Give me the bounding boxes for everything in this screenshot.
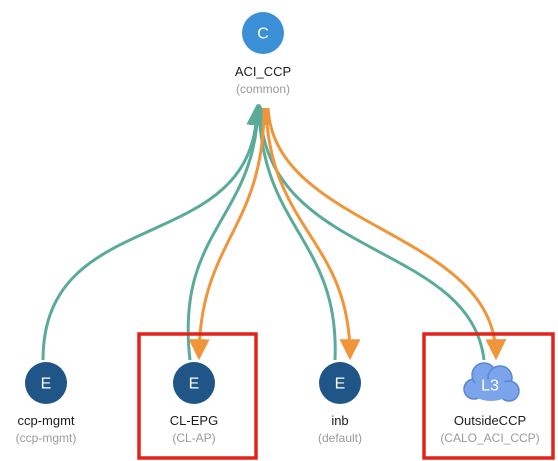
root-node-letter: C <box>257 26 269 43</box>
consumer-link-inb[interactable] <box>248 103 337 361</box>
provider-link-outsideccp[interactable] <box>266 107 507 361</box>
provider-link-cl-epg[interactable] <box>188 107 266 361</box>
consumer-link-cl-epg[interactable] <box>186 103 269 361</box>
node-cl-epg[interactable]: E CL-EPG (CL-AP) <box>170 362 218 445</box>
contract-circle-icon <box>242 12 284 54</box>
node-subtitle: (ccp-mgmt) <box>16 431 77 445</box>
root-node[interactable]: C ACI_CCP (common) <box>235 12 291 96</box>
node-title: CL-EPG <box>170 413 218 428</box>
node-letter: L3 <box>481 378 499 395</box>
node-subtitle: (CL-AP) <box>172 431 215 445</box>
node-letter: E <box>335 376 346 393</box>
node-title: OutsideCCP <box>454 413 526 428</box>
node-outsideccp[interactable]: L3 OutsideCCP (CALO_ACI_CCP) <box>440 362 540 445</box>
epg-circle-icon <box>173 362 215 404</box>
highlight-box-cl-epg <box>137 332 258 460</box>
node-title: ccp-mgmt <box>17 413 74 428</box>
node-subtitle: (default) <box>318 431 362 445</box>
highlight-box-outsideccp <box>422 332 555 460</box>
node-letter: E <box>41 376 52 393</box>
consumer-link-ccp-mgmt[interactable] <box>41 103 268 361</box>
node-letter: E <box>189 376 200 393</box>
epg-circle-icon <box>25 362 67 404</box>
node-title: inb <box>331 413 348 428</box>
node-subtitle: (CALO_ACI_CCP) <box>440 431 539 445</box>
epg-circle-icon <box>319 362 361 404</box>
node-inb[interactable]: E inb (default) <box>318 362 362 445</box>
provider-links <box>188 107 507 361</box>
l3out-cloud-icon <box>463 362 520 402</box>
consumer-link-outsideccp[interactable] <box>249 103 486 361</box>
root-node-subtitle: (common) <box>236 82 290 96</box>
consumer-links <box>41 103 486 361</box>
provider-link-inb[interactable] <box>264 107 361 361</box>
root-node-title: ACI_CCP <box>235 64 291 79</box>
node-ccp-mgmt[interactable]: E ccp-mgmt (ccp-mgmt) <box>16 362 77 445</box>
